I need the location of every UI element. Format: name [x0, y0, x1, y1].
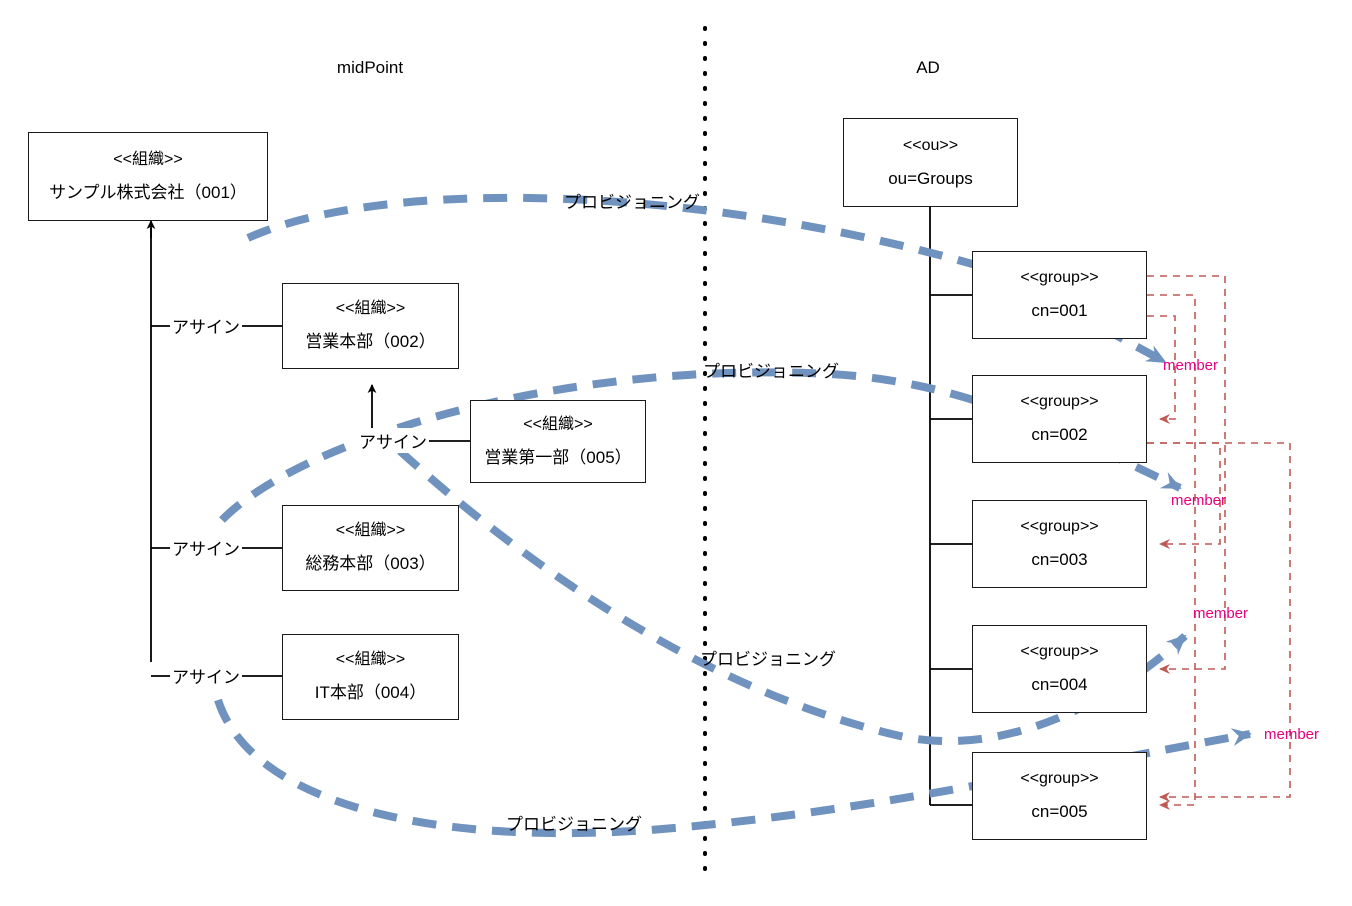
node-stereotype: <<group>> [1020, 643, 1099, 661]
edge-label-assign-002: アサイン [170, 313, 242, 338]
node-label: cn=005 [1031, 802, 1088, 822]
node-label: 総務本部（003） [305, 554, 436, 574]
node-stereotype: <<group>> [1020, 770, 1099, 788]
edge-label-provisioning-3: プロビジョニング [700, 650, 836, 669]
node-label: cn=001 [1031, 301, 1088, 321]
node-stereotype: <<group>> [1020, 518, 1099, 536]
provisioning-arrow-001 [246, 193, 1167, 366]
node-stereotype: <<組織>> [335, 522, 406, 540]
edge-label-member-1: member [1163, 357, 1219, 374]
node-group-002[interactable]: <<group>> cn=002 [972, 375, 1147, 463]
provisioning-arrow-002 [219, 368, 1182, 523]
member-arrow-001-to-005 [1147, 294, 1196, 810]
node-label: cn=003 [1031, 550, 1088, 570]
node-label: IT本部（004） [314, 683, 427, 703]
member-arrow-001-to-002 [1147, 315, 1176, 424]
lane-title-midpoint: midPoint [336, 58, 404, 77]
node-stereotype: <<group>> [1020, 269, 1099, 287]
node-stereotype: <<group>> [1020, 393, 1099, 411]
edge-label-member-2: member [1171, 492, 1227, 509]
node-org-001[interactable]: <<組織>> サンプル株式会社（001） [28, 132, 268, 221]
node-stereotype: <<組織>> [335, 651, 406, 669]
node-group-005[interactable]: <<group>> cn=005 [972, 752, 1147, 840]
edge-label-assign-003: アサイン [170, 535, 242, 560]
edge-label-assign-005: アサイン [357, 428, 429, 453]
node-stereotype: <<組織>> [335, 300, 406, 318]
node-ou-groups[interactable]: <<ou>> ou=Groups [843, 118, 1018, 207]
edge-label-assign-004: アサイン [170, 663, 242, 688]
node-label: cn=004 [1031, 675, 1088, 695]
node-group-003[interactable]: <<group>> cn=003 [972, 500, 1147, 588]
node-stereotype: <<ou>> [902, 136, 959, 154]
node-label: cn=002 [1031, 425, 1088, 445]
edge-label-provisioning-1: プロビジョニング [564, 193, 700, 212]
node-stereotype: <<組織>> [523, 415, 593, 433]
node-org-002[interactable]: <<組織>> 営業本部（002） [282, 283, 459, 369]
member-arrow-001-to-004 [1147, 275, 1226, 674]
node-org-003[interactable]: <<組織>> 総務本部（003） [282, 505, 459, 591]
edge-label-provisioning-4: プロビジョニング [506, 815, 642, 834]
node-label: 営業第一部（005） [484, 447, 632, 467]
node-label: 営業本部（002） [305, 332, 436, 352]
edge-label-member-3: member [1193, 605, 1249, 622]
edge-label-provisioning-2: プロビジョニング [703, 362, 839, 381]
node-label: ou=Groups [888, 168, 973, 188]
edge-label-member-4: member [1264, 726, 1320, 743]
member-arrow-002-to-003 [1147, 442, 1221, 549]
node-org-004[interactable]: <<組織>> IT本部（004） [282, 634, 459, 720]
node-label: サンプル株式会社（001） [49, 182, 247, 202]
node-group-004[interactable]: <<group>> cn=004 [972, 625, 1147, 713]
node-org-005[interactable]: <<組織>> 営業第一部（005） [470, 400, 646, 483]
node-stereotype: <<組織>> [113, 150, 183, 168]
lane-title-ad: AD [916, 58, 940, 77]
node-group-001[interactable]: <<group>> cn=001 [972, 251, 1147, 339]
